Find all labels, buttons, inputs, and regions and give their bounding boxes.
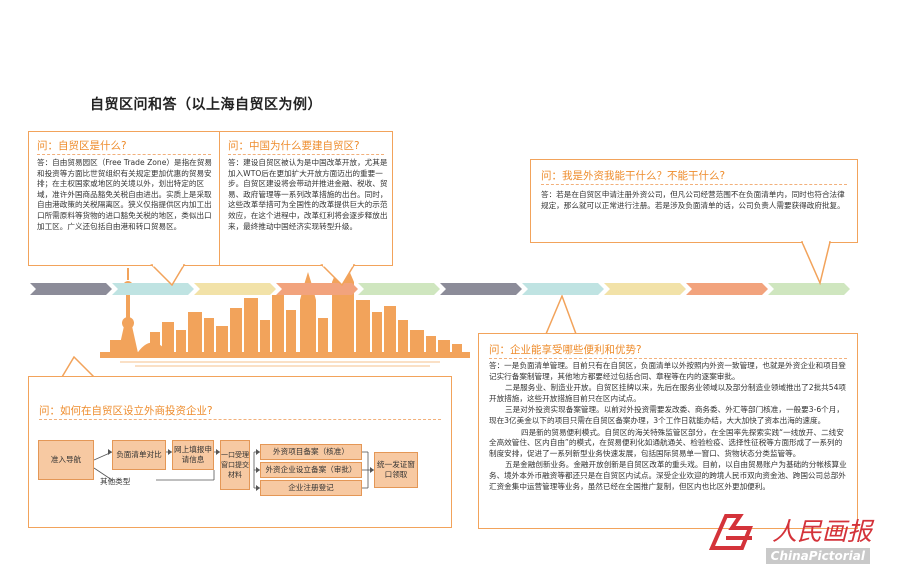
flow-step-foreign-enterprise-filing: 外资企业设立备案（审批） <box>260 462 362 478</box>
benefit-paragraph: 四是新的贸易便利模式。自贸区的海关特殊监管区部分，在全国率先探索实践“一线放开、… <box>489 427 844 458</box>
timeline-segment <box>112 283 194 295</box>
question-heading: 问：我是外资我能干什么？不能干什么? <box>541 170 726 182</box>
flow-step-online-filing: 网上填报申请信息 <box>172 440 214 470</box>
page-title: 自贸区问和答（以上海自贸区为例） <box>90 97 322 113</box>
answer-box-why-build-ftz: 问：中国为什么要建自贸区? 答：建设自贸区被认为是中国改革开放，尤其是加入WTO… <box>219 131 393 266</box>
question-heading: 问：企业能享受哪些便利和优势? <box>489 344 642 356</box>
flow-connectors <box>93 449 374 491</box>
flow-step-single-window: 一口受理窗口提交材料 <box>220 440 250 490</box>
china-pictorial-logo-icon <box>708 514 753 550</box>
timeline-segment <box>686 283 768 295</box>
benefit-paragraph: 答：一是负面清单管理。目前只有在自贸区，负面清单以外按照内外资一致管理，也就是外… <box>489 361 846 381</box>
brand-name-english: ChinaPictorial <box>765 548 870 564</box>
callout-pointer <box>150 264 186 286</box>
brand-name-chinese: 人民画报 <box>771 517 872 546</box>
divider <box>489 358 847 359</box>
divider <box>37 154 211 155</box>
flow-step-foreign-project-filing: 外资项目备案（核准） <box>260 444 362 460</box>
flow-step-unified-certificate: 统一发证窗口领取 <box>374 452 418 488</box>
flow-step-negative-list: 负面清单对比 <box>112 440 166 470</box>
timeline-segment <box>358 283 440 295</box>
timeline-segment <box>768 283 850 295</box>
question-heading: 问：如何在自贸区设立外商投资企业? <box>39 405 213 417</box>
timeline-segment <box>604 283 686 295</box>
answer-text: 答：建设自贸区被认为是中国改革开放，尤其是加入WTO后在更加扩大开放方面迈出的重… <box>228 158 388 231</box>
answer-box-what-is-ftz: 问：自贸区是什么? 答：自由贸易园区（Free Trade Zone）是指在贸易… <box>28 131 220 266</box>
callout-pointer <box>544 295 578 335</box>
benefit-paragraph: 二是服务业、制造业开放。自贸区挂牌以来，先后在服务业领域以及部分制造业领域推出了… <box>489 383 847 403</box>
timeline-segment <box>194 283 276 295</box>
divider <box>228 154 384 155</box>
flow-step-entry-navigation: 准入导航 <box>38 440 94 480</box>
timeline-segment <box>30 283 112 295</box>
answer-text: 答：自由贸易园区（Free Trade Zone）是指在贸易和投资等方面比世贸组… <box>37 158 212 231</box>
callout-pointer <box>60 356 96 378</box>
flow-label-other-types: 其他类型 <box>100 477 131 486</box>
timeline-segment <box>440 283 522 295</box>
callout-pointer <box>320 264 356 286</box>
answer-text: 答：若是在自贸区申请注册外资公司，但凡公司经营范围不在负面清单内，同时也符合法律… <box>541 190 845 210</box>
flow-step-company-registration: 企业注册登记 <box>260 480 362 496</box>
question-heading: 问：中国为什么要建自贸区? <box>228 140 360 152</box>
timeline-ribbon <box>30 283 850 295</box>
timeline-segment <box>522 283 604 295</box>
answer-box-foreign-investment: 问：我是外资我能干什么？不能干什么? 答：若是在自贸区申请注册外资公司，但凡公司… <box>530 159 858 243</box>
benefits-list: 答：一是负面清单管理。目前只有在自贸区，负面清单以外按照内外资一致管理，也就是外… <box>489 361 847 492</box>
benefit-paragraph: 五是金融创新业务。金融开放创新是自贸区改革的重头戏。目前，以自由贸易账户为基础的… <box>489 460 847 491</box>
callout-pointer <box>800 241 831 285</box>
question-heading: 问：自贸区是什么? <box>37 140 127 152</box>
benefit-paragraph: 三是对外投资实现备案管理。以前对外投资需要发改委、商务委、外汇等部门核准，一般要… <box>489 405 844 425</box>
timeline-segment <box>276 283 358 295</box>
divider <box>39 419 441 420</box>
divider <box>541 184 847 185</box>
answer-box-benefits: 问：企业能享受哪些便利和优势? 答：一是负面清单管理。目前只有在自贸区，负面清单… <box>478 333 858 529</box>
